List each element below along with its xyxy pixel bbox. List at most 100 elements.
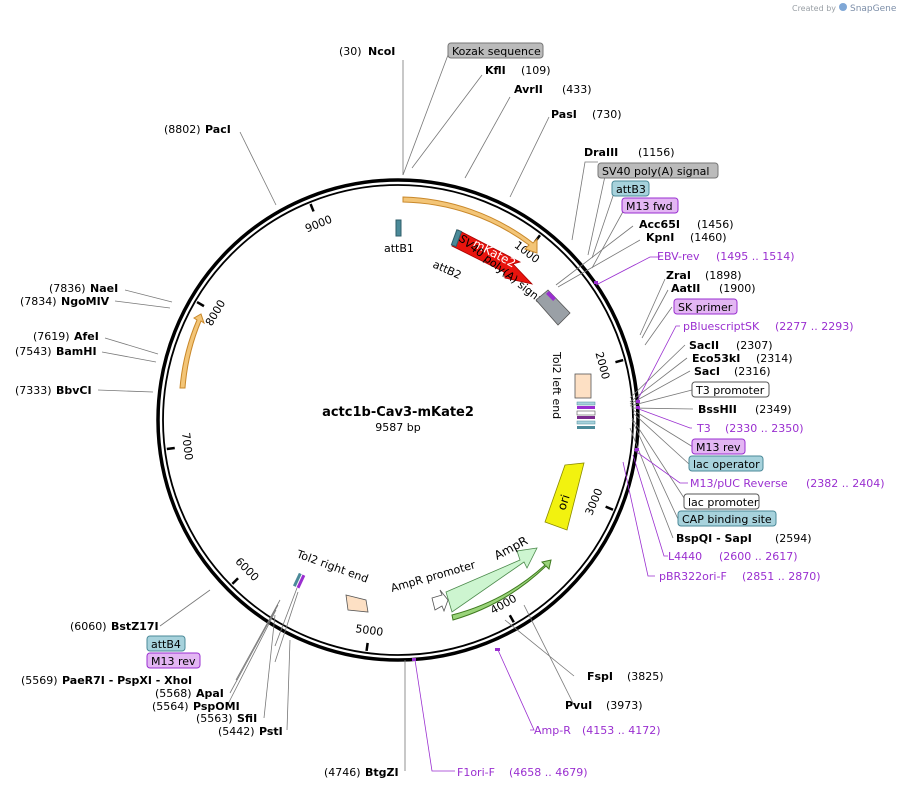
ampr-promoter-feature[interactable] — [431, 589, 449, 613]
ampr-feature[interactable] — [445, 547, 538, 613]
svg-text:(3973): (3973) — [606, 699, 643, 712]
sv40-polya-feature[interactable] — [535, 289, 571, 326]
svg-text:(109): (109) — [521, 64, 551, 77]
attB2-marker[interactable] — [450, 229, 463, 248]
svg-text:SacII: SacII — [689, 339, 719, 352]
tol2-left-end-label: Tol2 left end — [550, 351, 563, 419]
svg-text:(433): (433) — [562, 83, 592, 96]
svg-text:EBV-rev: EBV-rev — [657, 250, 700, 263]
tol2-right-end-feature[interactable] — [345, 594, 369, 613]
svg-text:(4153 .. 4172): (4153 .. 4172) — [582, 724, 661, 737]
primer-pbluescriptsk[interactable]: pBluescriptSK (2277 .. 2293) — [683, 320, 854, 333]
feature-label-m13-rev-2[interactable]: M13 rev — [146, 652, 201, 669]
site-psti[interactable]: (5442) PstI — [218, 725, 283, 738]
svg-text:NaeI: NaeI — [90, 282, 118, 295]
feature-label-m13-rev[interactable]: M13 rev — [691, 438, 746, 455]
svg-text:(5442): (5442) — [218, 725, 255, 738]
site-ncoi[interactable]: (30) NcoI — [339, 45, 395, 58]
site-apai[interactable]: (5568)ApaI — [155, 687, 224, 700]
feature-label-kozak[interactable]: Kozak sequence — [447, 42, 544, 59]
svg-text:(2851 .. 2870): (2851 .. 2870) — [742, 570, 821, 583]
site-kpni[interactable]: KpnI(1460) — [646, 231, 727, 244]
site-naei[interactable]: (7836) NaeI — [49, 282, 118, 295]
site-bbvci[interactable]: (7333) BbvCI — [15, 384, 92, 397]
svg-text:SV40 poly(A) signal: SV40 poly(A) signal — [602, 165, 709, 178]
primer-t3[interactable]: T3(2330 .. 2350) — [696, 422, 804, 435]
attB1-marker[interactable] — [395, 219, 402, 237]
svg-text:(5564): (5564) — [152, 700, 189, 713]
feature-label-cap-binding-site[interactable]: CAP binding site — [677, 510, 777, 527]
site-paer7i-pspxi-xhoi[interactable]: (5569)PaeR7I - PspXI - XhoI — [21, 674, 192, 687]
m13-fwd-marker[interactable] — [546, 291, 556, 301]
site-afei[interactable]: (7619)AfeI — [33, 330, 99, 343]
site-avrii[interactable]: AvrII(433) — [514, 83, 592, 96]
site-pvui[interactable]: PvuI(3973) — [565, 699, 643, 712]
site-sfii[interactable]: (5563)SfiI — [196, 712, 257, 725]
site-sacii[interactable]: SacII(2307) — [689, 339, 773, 352]
svg-text:SfiI: SfiI — [237, 712, 257, 725]
svg-text:(1156): (1156) — [638, 146, 675, 159]
site-acc65i[interactable]: Acc65I(1456) — [639, 218, 734, 231]
primer-f1ori-f[interactable]: F1ori-F(4658 .. 4679) — [457, 766, 588, 779]
svg-text:L4440: L4440 — [668, 550, 702, 563]
site-fspi[interactable]: FspI(3825) — [587, 670, 664, 683]
svg-text:Amp-R: Amp-R — [534, 724, 571, 737]
site-zrai[interactable]: ZraI(1898) — [666, 269, 742, 282]
svg-text:attB4: attB4 — [151, 638, 181, 651]
feature-label-sv40-polya[interactable]: SV40 poly(A) signal — [597, 162, 719, 179]
site-saci[interactable]: SacI(2316) — [694, 365, 771, 378]
site-draiii[interactable]: DraIII(1156) — [584, 146, 675, 159]
svg-text:(4746): (4746) — [324, 766, 361, 779]
svg-text:(30): (30) — [339, 45, 362, 58]
feature-label-t3-promoter[interactable]: T3 promoter — [691, 381, 770, 398]
site-pasi[interactable]: PasI(730) — [551, 108, 622, 121]
svg-text:pBluescriptSK: pBluescriptSK — [683, 320, 760, 333]
primer-pbr322ori-f[interactable]: pBR322ori-F (2851 .. 2870) — [659, 570, 821, 583]
svg-text:PstI: PstI — [259, 725, 283, 738]
feature-label-lac-promoter[interactable]: lac promoter — [683, 493, 760, 510]
tick-label-7000: 7000 — [179, 432, 195, 461]
svg-text:(7333): (7333) — [15, 384, 52, 397]
tick-label-8000: 8000 — [203, 298, 228, 329]
svg-text:(7836): (7836) — [49, 282, 86, 295]
feature-label-lac-operator[interactable]: lac operator — [688, 455, 764, 472]
site-kfli[interactable]: KflI (109) — [485, 64, 551, 77]
mkate2-feature[interactable] — [451, 229, 534, 285]
site-bstz17i[interactable]: (6060)BstZ17I — [70, 620, 159, 633]
tol2-left-end-feature[interactable] — [574, 373, 592, 399]
ori-feature[interactable] — [544, 462, 585, 531]
svg-text:pBR322ori-F: pBR322ori-F — [659, 570, 727, 583]
primer-ebv-rev[interactable]: EBV-rev(1495 .. 1514) — [657, 250, 795, 263]
feature-label-attb4[interactable]: attB4 — [146, 635, 186, 652]
svg-text:BamHI: BamHI — [56, 345, 97, 358]
svg-text:KflI: KflI — [485, 64, 506, 77]
primer-m13-puc-reverse[interactable]: M13/pUC Reverse(2382 .. 2404) — [690, 477, 885, 490]
feature-arc-ori-top — [402, 196, 538, 254]
svg-text:NcoI: NcoI — [368, 45, 395, 58]
primer-l4440[interactable]: L4440(2600 .. 2617) — [668, 550, 798, 563]
svg-text:(5569): (5569) — [21, 674, 58, 687]
primer-amp-r[interactable]: Amp-R (4153 .. 4172) — [534, 724, 661, 737]
svg-text:BtgZI: BtgZI — [365, 766, 399, 779]
svg-text:BbvCI: BbvCI — [56, 384, 92, 397]
site-pspomi[interactable]: (5564)PspOMI — [152, 700, 240, 713]
site-bsshii[interactable]: BssHII(2349) — [698, 403, 792, 416]
attB4-m13rev-marker[interactable] — [292, 572, 306, 589]
feature-label-attb3[interactable]: attB3 — [611, 180, 650, 197]
site-bspqi-sapi[interactable]: BspQI - SapI(2594) — [676, 532, 812, 545]
site-ngomiv[interactable]: (7834)NgoMIV — [20, 295, 110, 308]
mcs-feature-stack[interactable] — [576, 401, 596, 429]
svg-text:CAP binding site: CAP binding site — [682, 513, 772, 526]
site-paci[interactable]: (8802)PacI — [164, 123, 231, 136]
site-bamhi[interactable]: (7543)BamHI — [15, 345, 97, 358]
feature-label-m13-fwd[interactable]: M13 fwd — [621, 197, 679, 214]
svg-text:(2277 .. 2293): (2277 .. 2293) — [775, 320, 854, 333]
site-eco53ki[interactable]: Eco53kI(2314) — [692, 352, 793, 365]
svg-text:(7834): (7834) — [20, 295, 57, 308]
site-btgzi[interactable]: (4746) BtgZI — [324, 766, 399, 779]
feature-label-sk-primer[interactable]: SK primer — [673, 298, 738, 315]
svg-text:PacI: PacI — [205, 123, 231, 136]
site-aatii[interactable]: AatII(1900) — [671, 282, 756, 295]
ori-label: ori — [555, 493, 573, 512]
